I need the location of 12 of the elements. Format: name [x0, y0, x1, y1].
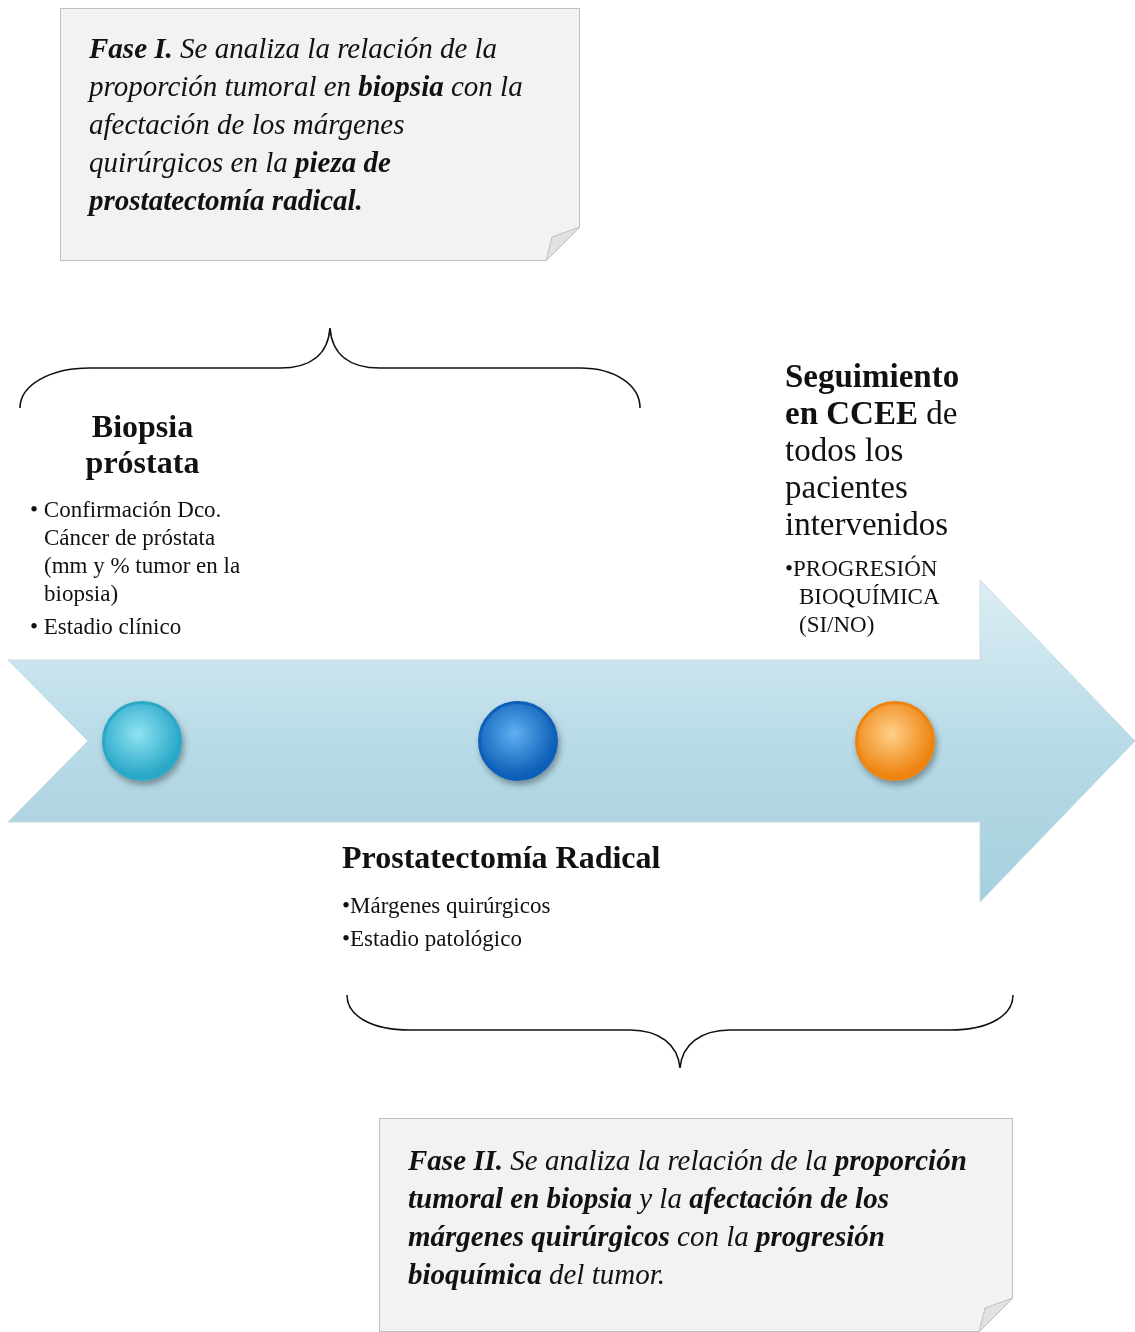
note-card	[379, 1118, 1013, 1332]
stage-heading: Prostatectomía Radical	[342, 838, 662, 876]
bullet-item: • Estadio clínico	[30, 613, 183, 641]
bullet-item: •Estadio patológico	[342, 925, 523, 953]
phase-description: Fase I. Se analiza la relación de la proporción tumoral en biopsia con la afectación de los márgenes quirúrgicos en la pieza de prostatectomía radical.	[89, 31, 524, 218]
bullet-item: • Confirmación Dco. Cáncer de próstata (mm y % tumor en la biopsia)	[30, 496, 242, 608]
stage-description: Seguimiento en CCEE de todos los pacientes intervenidos	[785, 358, 961, 543]
phase-description: Fase II. Se analiza la relación de la proporción tumoral en biopsia y la afectación de los márgenes quirúrgicos con la progresión bioquímica del tumor.	[408, 1143, 968, 1292]
stage-heading: Biopsia próstata	[84, 408, 201, 480]
note-card	[60, 8, 580, 261]
bullet-item: •Márgenes quirúrgicos	[342, 892, 552, 920]
bullet-item: •PROGRESIÓN BIOQUÍMICA (SI/NO)	[785, 555, 940, 639]
